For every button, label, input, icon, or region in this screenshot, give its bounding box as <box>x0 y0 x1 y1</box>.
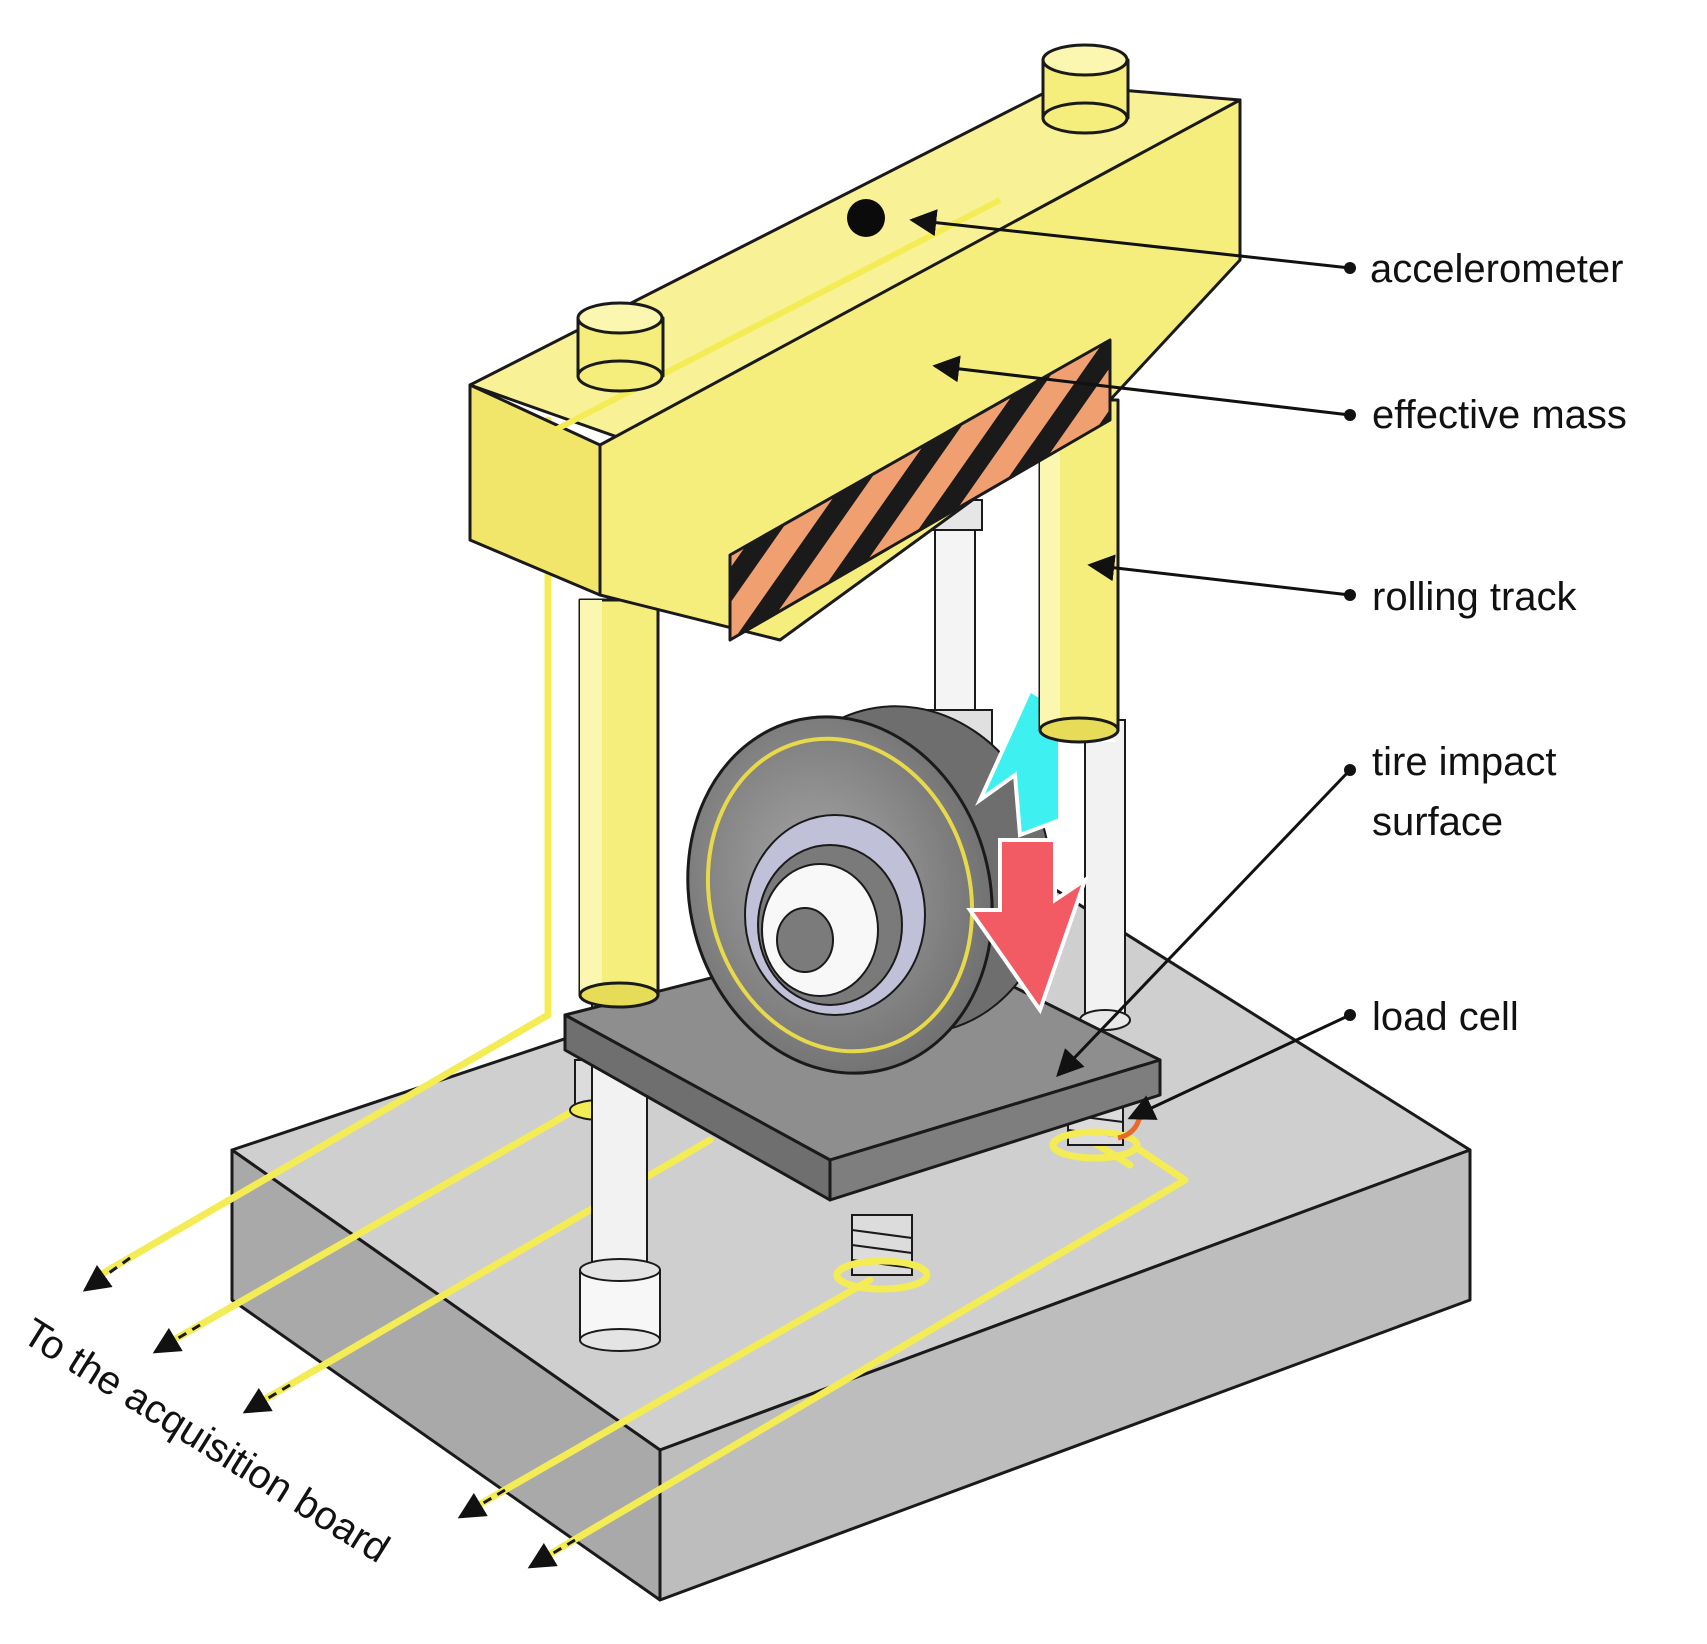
post-caps <box>576 43 1130 393</box>
load-cell-front <box>833 1214 931 1293</box>
hazard-stripes <box>728 338 1112 642</box>
cap-right <box>1041 43 1130 135</box>
leader-lines <box>909 209 1356 1120</box>
accelerometer-dot <box>847 199 885 237</box>
label-load-cell: load cell <box>1372 995 1519 1039</box>
rear-right-post <box>1079 719 1131 1031</box>
cap-left <box>576 301 665 393</box>
tire <box>686 705 1053 1075</box>
front-left-pillar <box>578 598 660 1009</box>
label-tire-impact-line1: tire impact <box>1372 740 1557 784</box>
label-accelerometer: accelerometer <box>1370 247 1623 291</box>
label-tire-impact-line2: surface <box>1372 800 1503 844</box>
downward-arrow <box>966 838 1089 1015</box>
label-rolling-track: rolling track <box>1372 575 1578 619</box>
label-effective-mass: effective mass <box>1372 393 1627 437</box>
